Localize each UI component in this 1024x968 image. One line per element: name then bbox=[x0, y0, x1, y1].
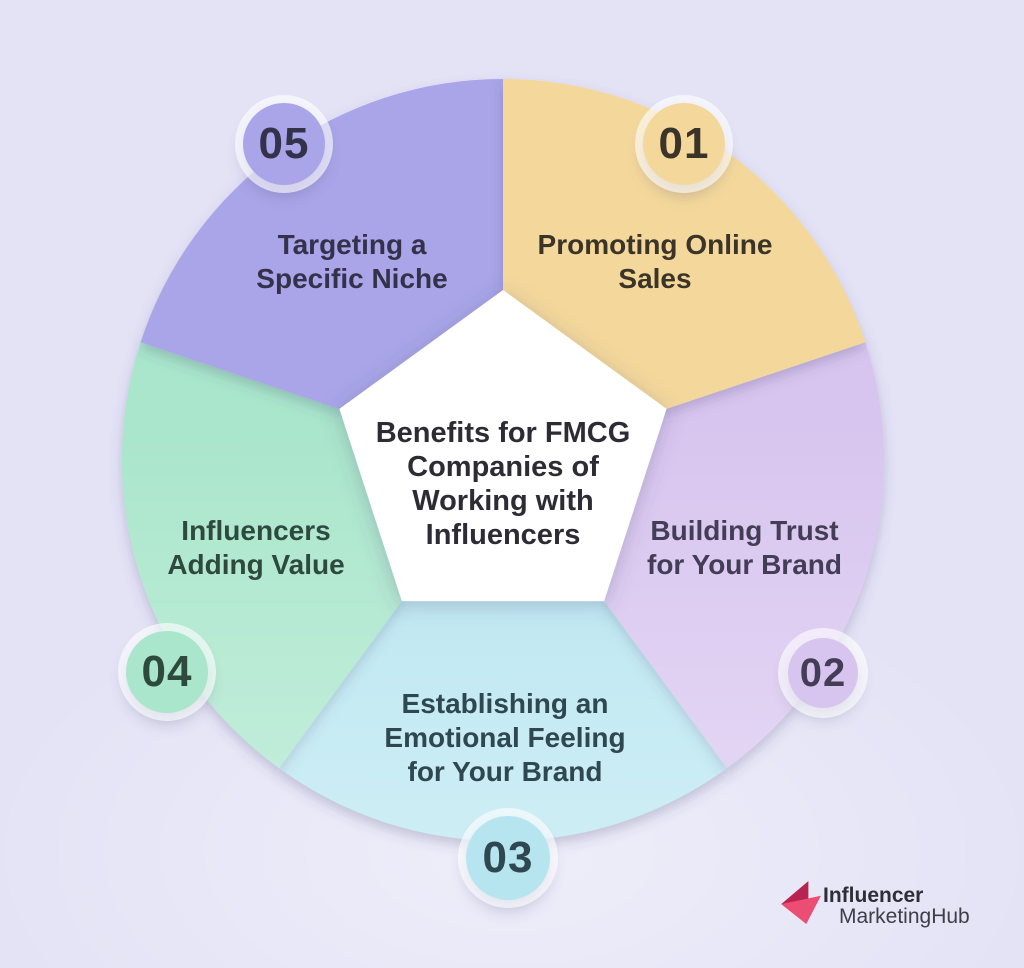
segment-01-badge: 01 bbox=[643, 103, 725, 185]
logo-word-hub: Hub bbox=[931, 905, 970, 928]
segment-05-badge: 05 bbox=[243, 103, 325, 185]
segment-01-number: 01 bbox=[658, 119, 710, 168]
logo-wordmark: Influencer MarketingHub bbox=[823, 879, 970, 927]
segment-04-number: 04 bbox=[141, 647, 193, 696]
segment-02-label: Building Trust for Your Brand bbox=[647, 515, 842, 580]
logo-arrow-icon bbox=[781, 881, 821, 924]
segment-02-badge: 02 bbox=[788, 638, 858, 708]
center-pentagon bbox=[339, 290, 667, 602]
segment-01-label: Promoting Online Sales bbox=[537, 229, 773, 294]
logo-word-influencer: Influencer bbox=[823, 884, 924, 907]
segment-04-badge: 04 bbox=[126, 631, 208, 713]
segment-02-number: 02 bbox=[799, 650, 847, 695]
segment-04-label: Influencers Adding Value bbox=[167, 515, 345, 580]
segment-05-label: Targeting a Specific Niche bbox=[256, 229, 448, 294]
influencer-marketinghub-logo: Influencer MarketingHub bbox=[779, 879, 970, 927]
logo-word-marketinghub: MarketingHub bbox=[823, 906, 970, 927]
segment-05-number: 05 bbox=[258, 119, 310, 168]
segment-03-label: Establishing an Emotional Feeling for Yo… bbox=[384, 688, 626, 787]
segment-03-badge: 03 bbox=[466, 816, 550, 900]
logo-word-marketing: Marketing bbox=[839, 905, 932, 928]
segment-03-number: 03 bbox=[482, 833, 534, 882]
wheel-center-title: Benefits for FMCG Companies of Working w… bbox=[375, 417, 631, 551]
